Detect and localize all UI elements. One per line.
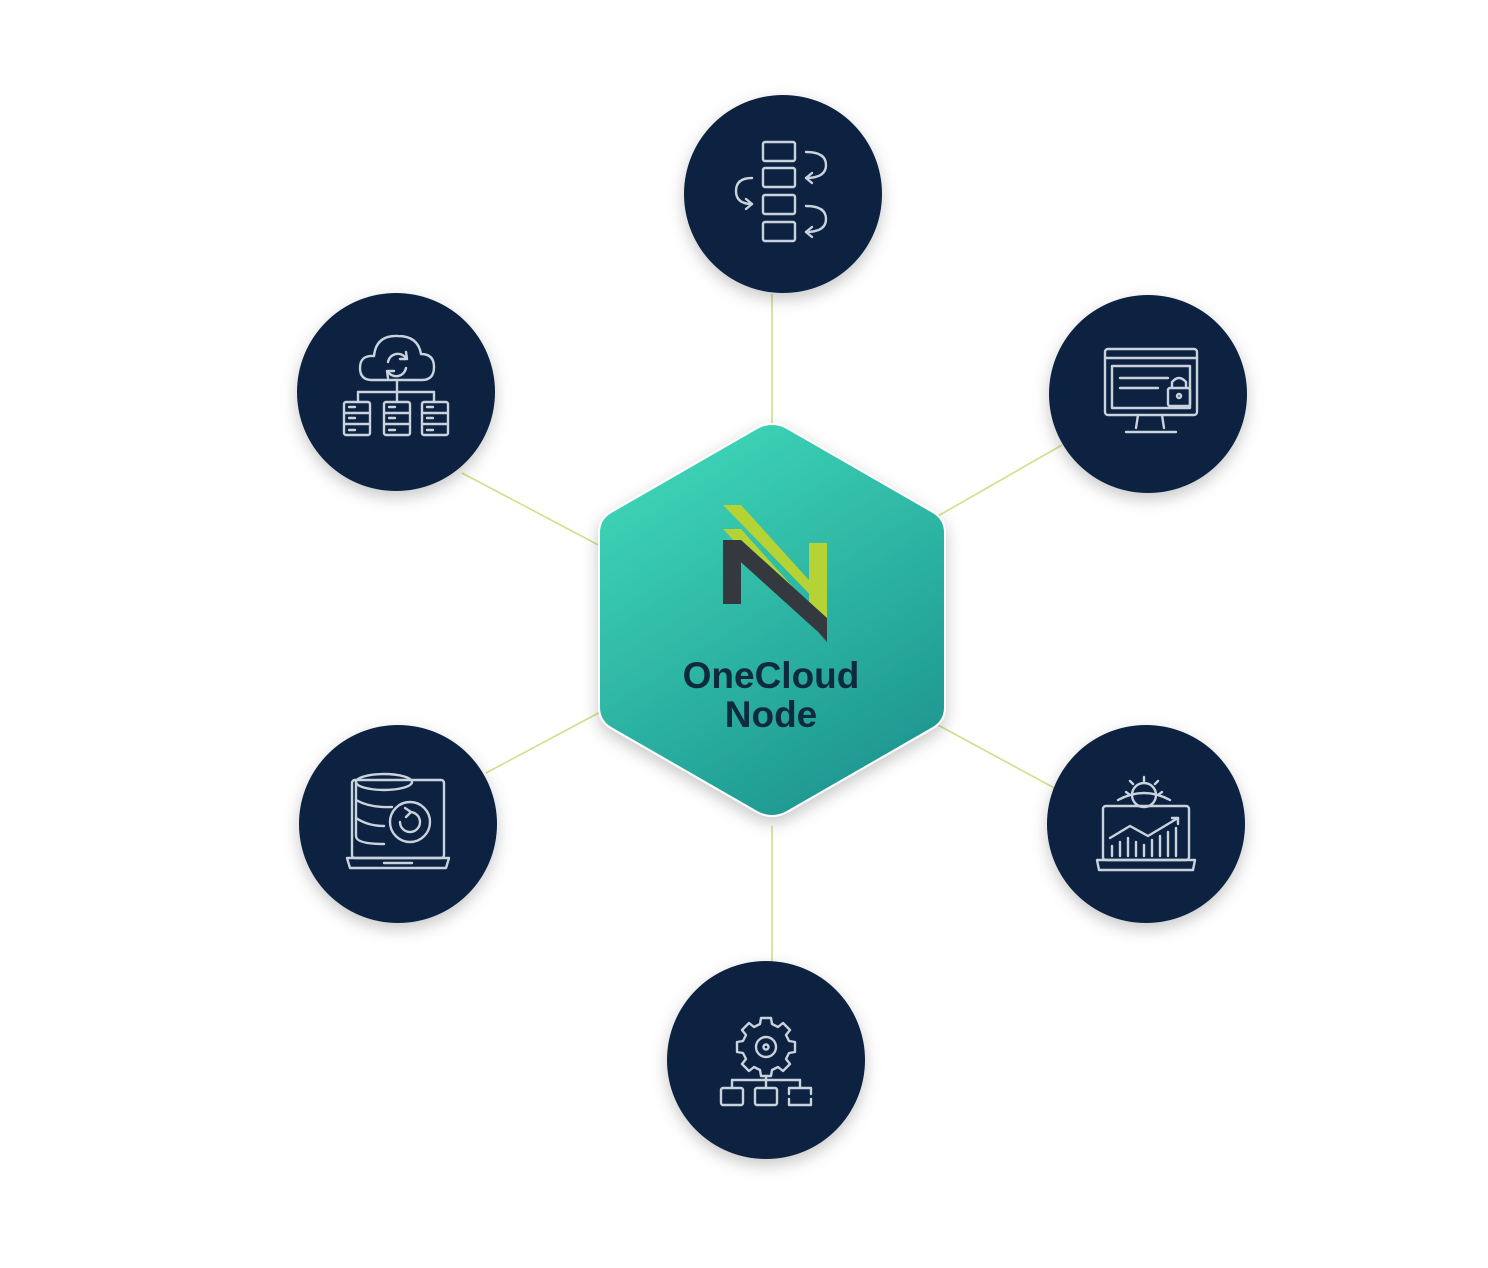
analytics-laptop-icon (1095, 775, 1197, 872)
node-circle (1049, 295, 1247, 493)
connector-lines (461, 294, 1063, 962)
secure-monitor-icon (1103, 347, 1199, 434)
connector-top-left (461, 472, 607, 550)
node-secure-monitor[interactable] (1049, 295, 1247, 493)
node-database-backup[interactable] (299, 725, 497, 923)
database-backup-laptop-icon (345, 772, 451, 870)
brand-name-line2: Node (725, 694, 818, 735)
node-circle (299, 725, 497, 923)
connector-bottom-left (485, 708, 607, 774)
central-hub: OneCloud Node (598, 422, 946, 817)
node-circle (1047, 725, 1245, 923)
connector-bottom-right (937, 724, 1059, 791)
connector-top-right (937, 444, 1063, 517)
node-analytics[interactable] (1047, 725, 1245, 923)
workflow-icon (734, 140, 828, 243)
process-hierarchy-icon (719, 1016, 813, 1107)
node-circle (667, 961, 865, 1159)
node-process-hierarchy[interactable] (667, 961, 865, 1159)
cloud-sync-servers-icon (342, 334, 450, 437)
onecloud-logo-icon (723, 505, 827, 642)
hub-hexagon (598, 422, 946, 817)
brand-name-line1: OneCloud (683, 655, 860, 696)
